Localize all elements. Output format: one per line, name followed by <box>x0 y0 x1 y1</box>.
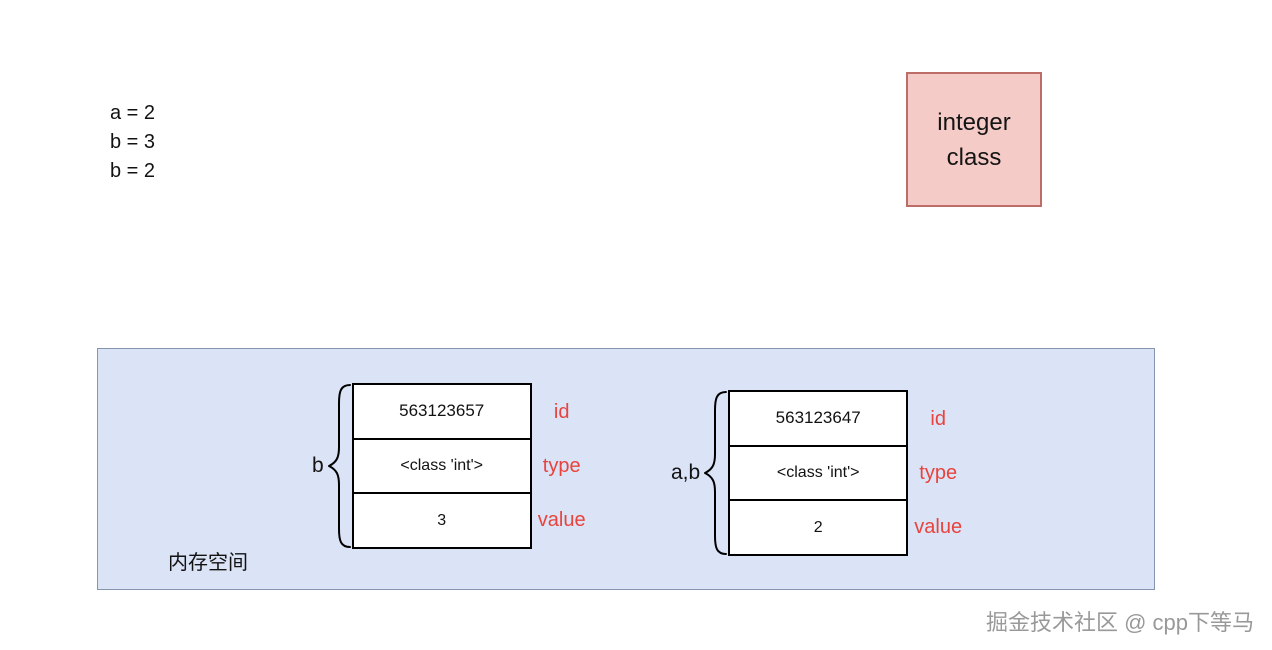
object-table-b: 563123657 <class 'int'> 3 <box>351 383 532 549</box>
field-label-value: value <box>914 515 963 538</box>
code-line-2: b = 3 <box>110 131 156 153</box>
field-label-type: type <box>542 454 581 477</box>
code-line-1: a = 2 <box>110 102 156 124</box>
curly-brace-icon <box>327 384 351 548</box>
object-b-value-cell: 3 <box>353 492 530 547</box>
memory-object-ab: a,b 563123647 <class 'int'> 2 id type va… <box>671 390 968 556</box>
object-ab-value-cell: 2 <box>730 499 907 554</box>
integer-class-label-line1: integer <box>937 108 1011 136</box>
object-ab-id-cell: 563123647 <box>775 408 861 428</box>
object-b-type-cell: <class 'int'> <box>353 437 530 493</box>
integer-class-box: integer class <box>906 72 1042 207</box>
code-line-3: b = 2 <box>110 160 156 182</box>
memory-object-b: b 563123657 <class 'int'> 3 id type valu… <box>312 383 592 549</box>
field-label-type: type <box>919 461 958 484</box>
variable-label-b: b <box>312 454 324 477</box>
memory-space-label: 内存空间 <box>168 552 248 574</box>
field-label-id: id <box>553 400 570 423</box>
watermark-text: 掘金技术社区 @ cpp下等马 <box>985 610 1254 635</box>
object-ab-type-cell: <class 'int'> <box>730 444 907 500</box>
field-label-id: id <box>930 407 946 430</box>
variable-label-ab: a,b <box>671 461 701 484</box>
field-label-value: value <box>537 508 586 531</box>
code-snippet: a = 2 b = 3 b = 2 <box>110 99 155 186</box>
memory-space-region <box>97 348 1155 590</box>
integer-class-label-line2: class <box>946 143 1002 171</box>
field-labels-b: id type value <box>532 385 592 547</box>
object-table-ab: 563123647 <class 'int'> 2 <box>728 390 909 556</box>
curly-brace-icon <box>704 391 728 555</box>
field-labels-ab: id type value <box>908 392 968 554</box>
object-b-id-cell: 563123657 <box>399 401 485 421</box>
